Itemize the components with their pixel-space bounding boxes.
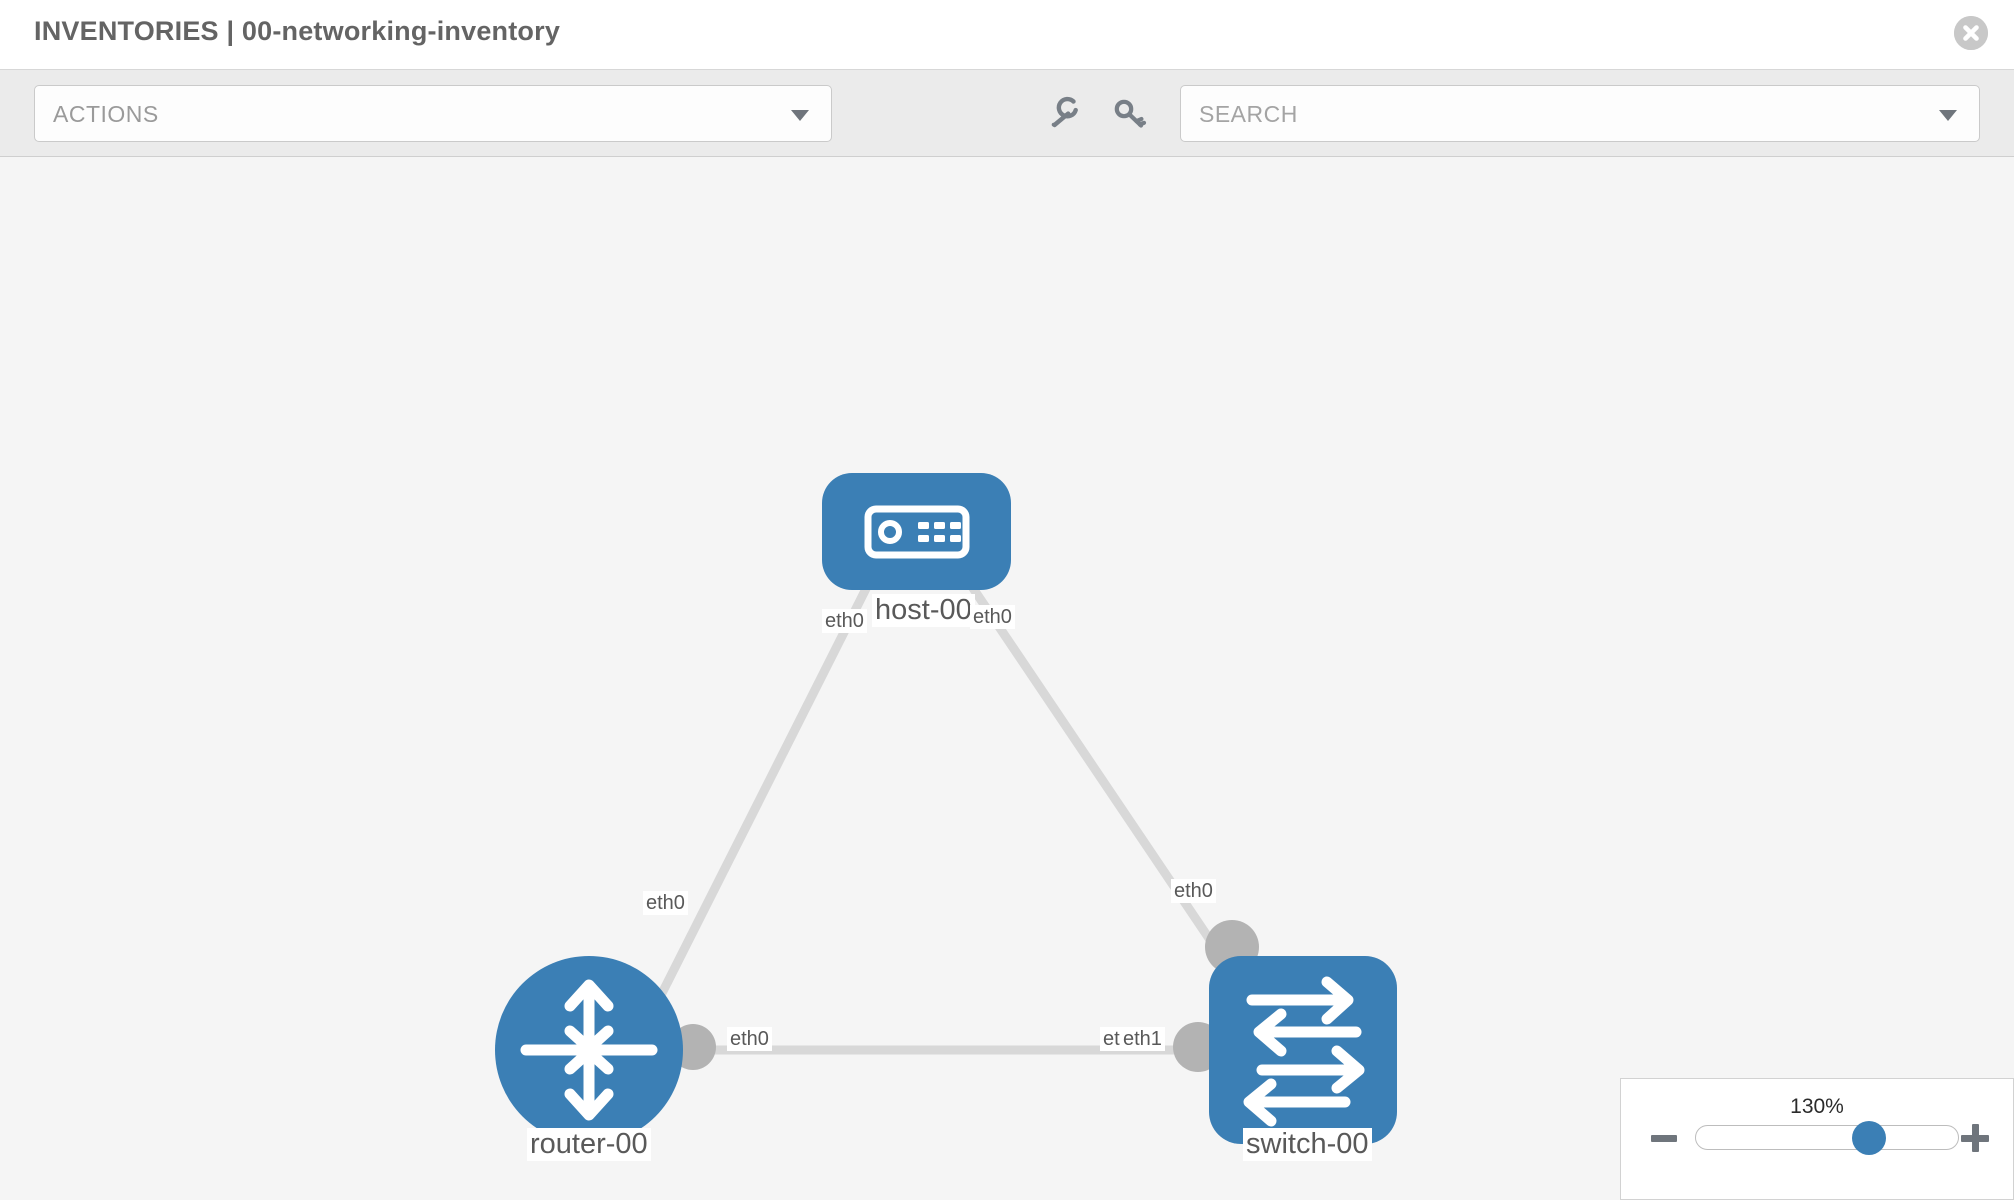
zoom-slider-thumb[interactable] bbox=[1852, 1121, 1886, 1155]
zoom-out-button[interactable] bbox=[1651, 1135, 1677, 1142]
chevron-down-icon[interactable] bbox=[1939, 110, 1957, 121]
node-label-switch-00: switch-00 bbox=[1243, 1128, 1372, 1161]
page-title: INVENTORIES | 00-networking-inventory bbox=[34, 16, 561, 46]
node-host-00 bbox=[822, 473, 1011, 590]
iface-label-switch00-up: eth0 bbox=[1171, 879, 1216, 903]
topology-canvas[interactable]: host-00 router-00 switch-00 eth0 eth0 et… bbox=[0, 157, 2014, 1200]
search-input[interactable]: SEARCH bbox=[1180, 85, 1980, 142]
iface-label-switch00-left-b: eth1 bbox=[1120, 1027, 1165, 1051]
topology-links bbox=[645, 554, 1239, 1055]
zoom-in-button[interactable] bbox=[1961, 1124, 1989, 1152]
iface-label-host00-right: eth0 bbox=[970, 605, 1015, 629]
wrench-icon[interactable] bbox=[1044, 94, 1082, 132]
topology-graph bbox=[495, 473, 1397, 1144]
zoom-slider-track[interactable] bbox=[1695, 1125, 1959, 1150]
switch-arrows-icon bbox=[1243, 976, 1365, 1127]
zoom-control-panel: 130% bbox=[1620, 1078, 2014, 1200]
iface-label-host00-left: eth0 bbox=[822, 609, 867, 633]
actions-dropdown-label: ACTIONS bbox=[53, 101, 159, 127]
node-label-router-00: router-00 bbox=[527, 1128, 651, 1161]
link-host00-router00 bbox=[645, 554, 887, 1020]
chevron-down-icon bbox=[791, 110, 809, 121]
iface-label-router00-up: eth0 bbox=[643, 891, 688, 915]
server-icon bbox=[864, 505, 970, 559]
key-icon[interactable] bbox=[1110, 94, 1148, 132]
page-header: INVENTORIES | 00-networking-inventory bbox=[0, 0, 2014, 70]
close-icon[interactable] bbox=[1954, 16, 1988, 50]
router-arrows-icon bbox=[520, 979, 658, 1121]
zoom-percent-label: 130% bbox=[1790, 1095, 1844, 1118]
toolbar: ACTIONS SEARCH bbox=[0, 70, 2014, 157]
node-switch-00 bbox=[1209, 956, 1397, 1144]
node-label-host-00: host-00 bbox=[872, 594, 975, 627]
iface-label-router00-right: eth0 bbox=[727, 1027, 772, 1051]
node-router-00 bbox=[495, 956, 683, 1144]
search-placeholder: SEARCH bbox=[1199, 101, 1298, 127]
actions-dropdown[interactable]: ACTIONS bbox=[34, 85, 832, 142]
